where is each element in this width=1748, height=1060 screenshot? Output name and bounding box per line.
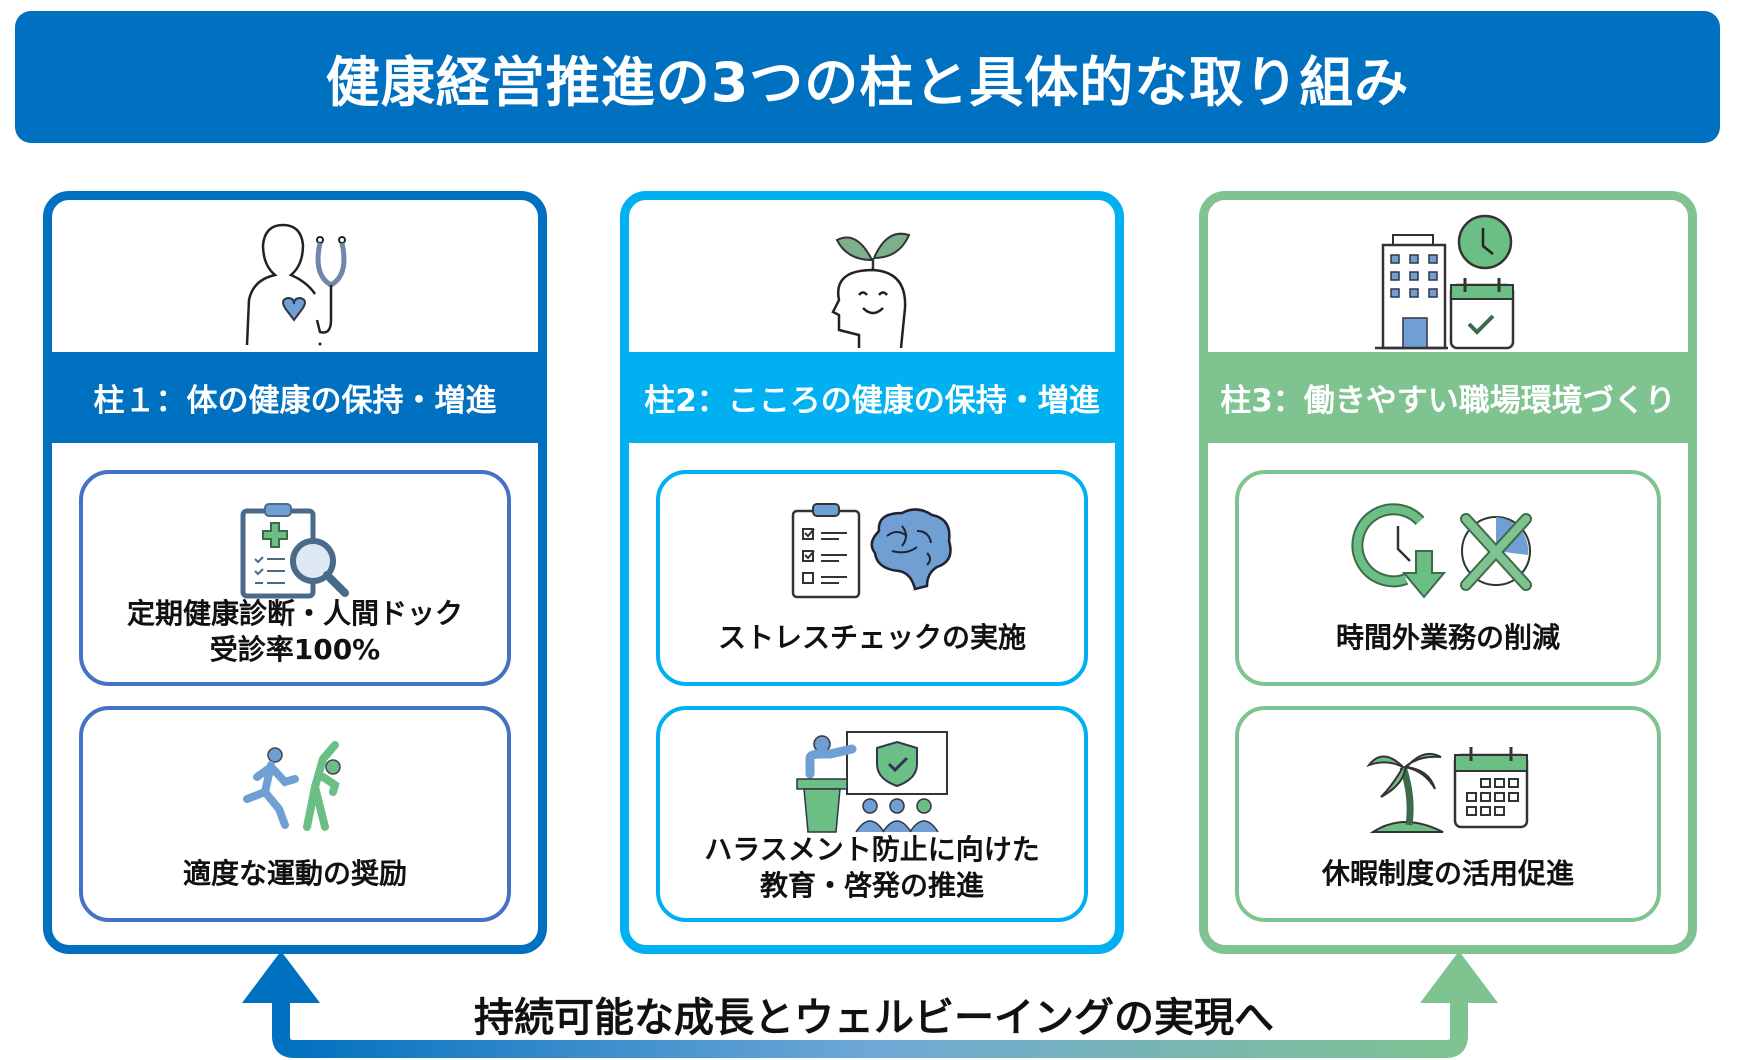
initiative-line: 時間外業務の削減 [1335, 621, 1560, 654]
arrow-up-left-icon [242, 951, 320, 1003]
exercise-figures-icon [83, 732, 507, 842]
pillar-3-header: 柱3：働きやすい職場環境づくり [1208, 352, 1688, 443]
initiative-card: ストレスチェックの実施 [656, 470, 1088, 686]
initiative-line: ストレスチェックの実施 [717, 621, 1026, 654]
initiative-label: ハラスメント防止に向けた 教育・啓発の推進 [660, 832, 1084, 904]
initiative-line: 受診率100% [209, 633, 381, 666]
palm-tree-calendar-icon [1239, 732, 1657, 842]
title-banner: 健康経営推進の3つの柱と具体的な取り組み [15, 11, 1720, 143]
initiative-card: ハラスメント防止に向けた 教育・啓発の推進 [656, 706, 1088, 922]
clipboard-magnifier-icon [83, 496, 507, 606]
person-stethoscope-heart-icon [52, 220, 538, 350]
pillar-1: 柱１：体の健康の保持・増進 定期健康診断・人間ドック 受診率100% [43, 191, 547, 954]
page-title: 健康経営推進の3つの柱と具体的な取り組み [325, 50, 1410, 114]
arrow-up-right-icon [1420, 951, 1498, 1003]
initiative-label: ストレスチェックの実施 [660, 620, 1084, 656]
initiative-label: 休暇制度の活用促進 [1239, 856, 1657, 892]
clock-down-no-overtime-icon [1239, 496, 1657, 606]
initiative-line: 教育・啓発の推進 [759, 869, 984, 902]
pillar-3: 柱3：働きやすい職場環境づくり 時間外業務の削減 [1199, 191, 1697, 954]
pillar-2-header: 柱2：こころの健康の保持・増進 [629, 352, 1115, 443]
initiative-label: 定期健康診断・人間ドック 受診率100% [83, 596, 507, 668]
footer-goal-text: 持続可能な成長とウェルビーイングの実現へ [474, 995, 1274, 1041]
presenter-shield-audience-icon [660, 724, 1084, 834]
initiative-line: 定期健康診断・人間ドック [126, 597, 463, 630]
initiative-card: 適度な運動の奨励 [79, 706, 511, 922]
initiative-line: 適度な運動の奨励 [182, 857, 407, 890]
building-clock-calendar-icon [1208, 214, 1688, 350]
initiative-line: ハラスメント防止に向けた [704, 833, 1040, 866]
checklist-brain-icon [660, 496, 1084, 606]
initiative-card: 定期健康診断・人間ドック 受診率100% [79, 470, 511, 686]
initiative-label: 時間外業務の削減 [1239, 620, 1657, 656]
pillar-2: 柱2：こころの健康の保持・増進 ストレスチェックの実施 [620, 191, 1124, 954]
initiative-card: 休暇制度の活用促進 [1235, 706, 1661, 922]
pillar-1-header: 柱１：体の健康の保持・増進 [52, 352, 538, 443]
initiative-card: 時間外業務の削減 [1235, 470, 1661, 686]
initiative-line: 休暇制度の活用促進 [1321, 857, 1574, 890]
head-sprout-smile-icon [629, 220, 1115, 350]
initiative-label: 適度な運動の奨励 [83, 856, 507, 892]
arrow-connector-line [272, 1000, 1468, 1058]
